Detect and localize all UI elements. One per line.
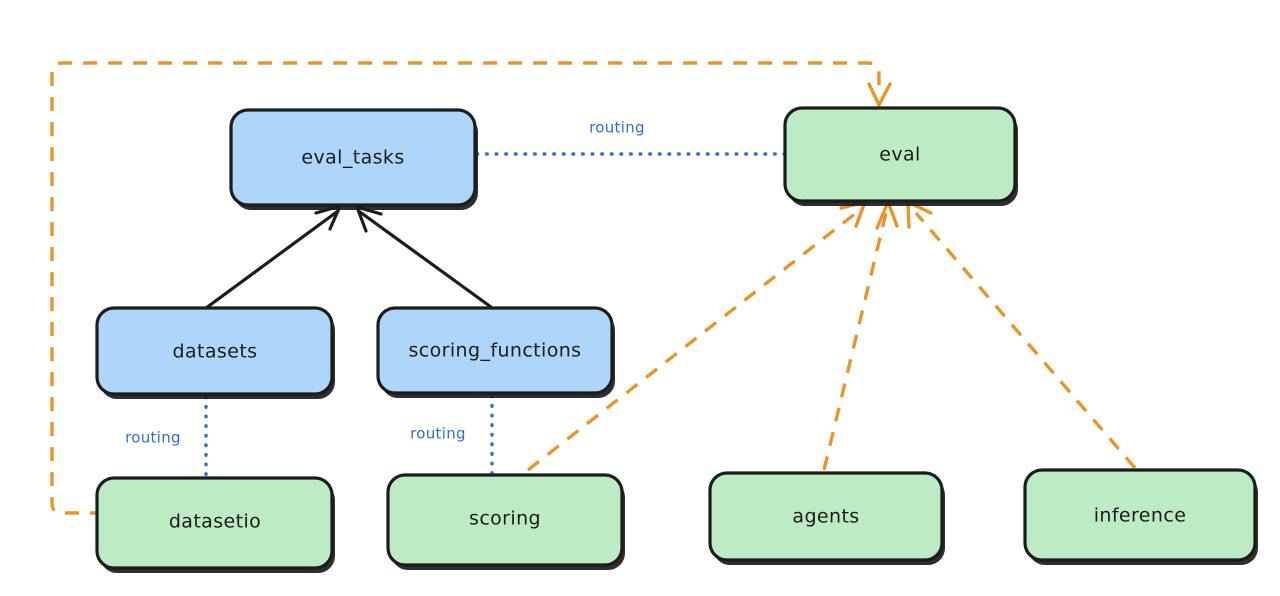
- node-agents-label: agents: [792, 506, 859, 528]
- node-eval[interactable]: eval: [783, 106, 1018, 206]
- node-eval-box: [783, 106, 1017, 203]
- node-inference-box: [1023, 468, 1257, 562]
- node-scoring_functions-label: scoring_functions: [409, 340, 582, 362]
- node-inference[interactable]: inference: [1023, 468, 1258, 565]
- node-scoring[interactable]: scoring: [386, 473, 625, 570]
- node-datasetio-box: [95, 476, 334, 570]
- node-scoring-label: scoring: [469, 508, 541, 530]
- node-datasets[interactable]: datasets: [95, 306, 335, 399]
- edge-label-routing-datasets: routing: [125, 429, 181, 447]
- edge-datasetio-to-eval: [50, 61, 892, 515]
- node-scoring-box: [386, 473, 624, 567]
- node-inference-label: inference: [1094, 505, 1187, 527]
- edge-datasetio-to-eval-arrowhead: [867, 82, 892, 107]
- edge-agents-to-eval: [822, 200, 899, 471]
- edge-label-routing-scoring-functions: routing: [410, 425, 466, 443]
- node-eval_tasks-label: eval_tasks: [301, 147, 404, 169]
- edge-datasets-to-eval_tasks: [204, 204, 342, 310]
- edge-inference-to-eval: [906, 200, 1137, 470]
- node-datasetio-label: datasetio: [169, 511, 261, 533]
- edge-inference-to-eval-line: [914, 211, 1137, 470]
- node-datasets-box: [95, 306, 334, 396]
- edge-scoring_functions-to-eval_tasks-line: [358, 210, 493, 309]
- node-agents-box: [708, 471, 944, 562]
- node-agents[interactable]: agents: [708, 471, 945, 565]
- node-datasetio[interactable]: datasetio: [95, 476, 335, 573]
- node-eval-label: eval: [879, 144, 920, 166]
- node-scoring_functions[interactable]: scoring_functions: [376, 306, 615, 398]
- node-datasets-label: datasets: [173, 341, 258, 363]
- edge-scoring-to-eval-line: [526, 211, 858, 472]
- edge-label-routing-top: routing: [589, 119, 645, 137]
- edge-agents-to-eval-line: [822, 212, 888, 471]
- edge-datasets-to-eval_tasks-line: [204, 209, 340, 310]
- node-eval_tasks[interactable]: eval_tasks: [229, 108, 478, 210]
- edge-scoring_functions-to-eval_tasks: [355, 205, 493, 309]
- node-eval_tasks-box: [229, 108, 477, 207]
- node-scoring_functions-box: [376, 306, 614, 395]
